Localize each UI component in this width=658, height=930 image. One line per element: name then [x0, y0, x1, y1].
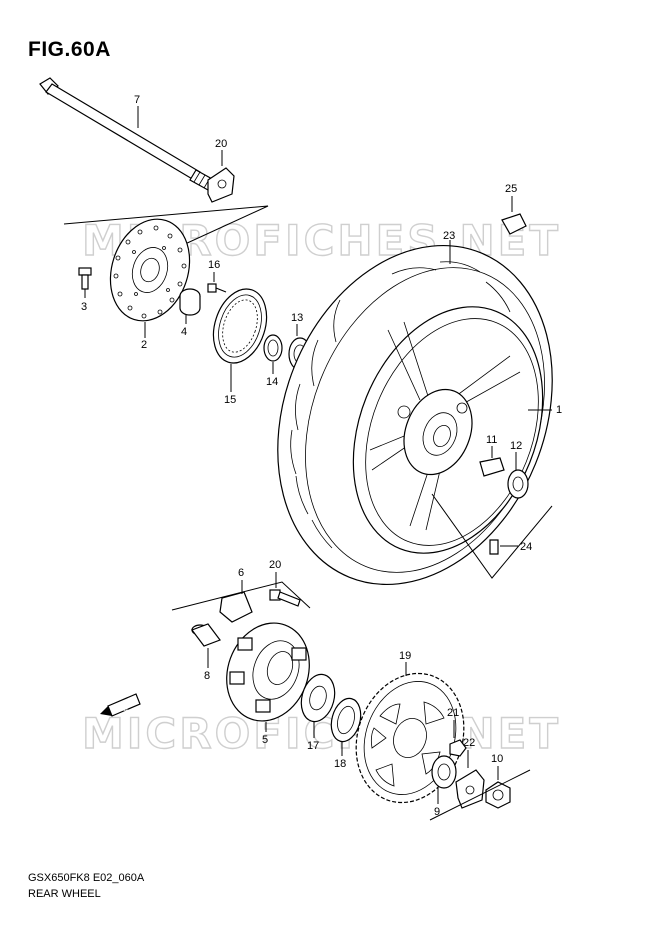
callout-7: 7 — [134, 94, 140, 106]
part-25-valve-cap — [501, 196, 527, 235]
part-3-disc-bolt — [78, 267, 92, 298]
callout-13: 13 — [291, 312, 303, 324]
fwd-arrow-icon: FWD — [100, 693, 141, 717]
callout-11: 11 — [486, 434, 497, 446]
part-1-rear-wheel — [352, 306, 552, 554]
callout-19: 19 — [399, 650, 411, 662]
part-16-screw — [207, 272, 227, 293]
callout-25: 25 — [505, 183, 517, 195]
callout-1: 1 — [556, 404, 562, 416]
callout-14: 14 — [266, 376, 278, 388]
callout-2: 2 — [141, 339, 147, 351]
callout-3: 3 — [81, 301, 87, 313]
part-22-chain-adjuster — [455, 750, 485, 809]
part-15-sensor-rotor — [212, 288, 268, 392]
leader-line-lower-right — [429, 769, 531, 821]
callout-23: 23 — [443, 230, 455, 242]
leader-bracket-lower — [171, 581, 311, 611]
part-20-chain-adjuster-top — [207, 150, 235, 203]
part-14-oil-seal — [263, 334, 283, 374]
leader-bracket-middle — [431, 493, 553, 579]
part-17-bearing — [300, 673, 336, 738]
callout-10: 10 — [491, 753, 503, 765]
callout-8: 8 — [204, 670, 210, 682]
part-4-spacer — [179, 288, 201, 324]
callout-16: 16 — [208, 259, 220, 271]
part-7-rear-axle — [39, 77, 215, 191]
section-name: REAR WHEEL — [28, 888, 101, 900]
part-9-spacer — [431, 755, 457, 804]
callout-20-top: 20 — [215, 138, 227, 150]
callout-21: 21 — [447, 707, 459, 719]
leader-bracket-top — [63, 205, 269, 251]
callout-17: 17 — [307, 740, 319, 752]
part-21-nut — [449, 720, 467, 757]
callout-12: 12 — [510, 440, 522, 452]
part-20-bolt-lower — [269, 572, 301, 607]
figure-title: FIG.60A — [28, 38, 111, 61]
part-12-bearing — [507, 452, 529, 499]
part-6-wheel-damper — [219, 580, 253, 623]
model-code: GSX650FK8 E02_060A — [28, 872, 145, 884]
part-24-tire-valve — [489, 539, 518, 555]
callout-15: 15 — [224, 394, 236, 406]
callout-4: 4 — [181, 326, 187, 338]
part-11-spacer — [479, 446, 505, 477]
callout-22: 22 — [463, 737, 475, 749]
part-8-damper-pin — [191, 623, 221, 668]
part-2-brake-disc — [109, 218, 191, 338]
part-5-sprocket-drum — [226, 622, 310, 732]
callout-9: 9 — [434, 806, 440, 818]
callout-18: 18 — [334, 758, 346, 770]
callout-24: 24 — [520, 541, 532, 553]
fwd-label: FWD — [114, 707, 128, 713]
part-10-axle-nut — [485, 766, 511, 809]
callout-5: 5 — [262, 734, 268, 746]
callout-20-lower: 20 — [269, 559, 281, 571]
callout-6: 6 — [238, 567, 244, 579]
